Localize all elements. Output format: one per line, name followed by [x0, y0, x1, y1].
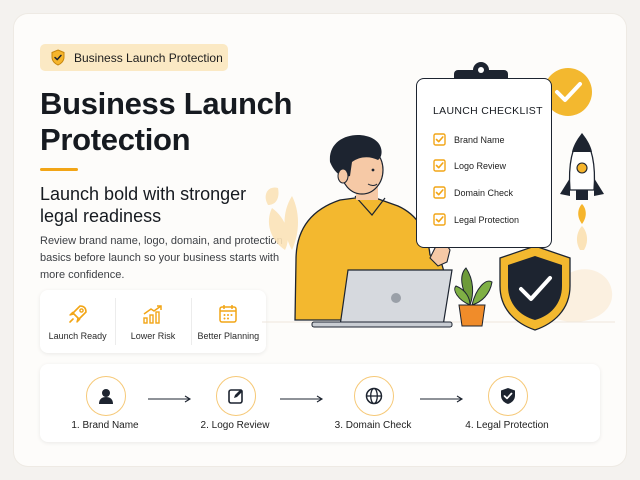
step-1-label: 1. Brand Name [71, 420, 139, 431]
chart-growth-icon [143, 304, 162, 324]
checklist-item: Domain Check [433, 186, 513, 199]
checklist-item-label: Legal Protection [454, 214, 520, 225]
badge-label: Business Launch Protection [74, 50, 223, 65]
step-4-label: 4. Legal Protection [465, 420, 549, 431]
shield-check-icon [501, 388, 515, 404]
laptop [311, 269, 453, 328]
shield-check-icon [51, 49, 65, 66]
page-title: Business Launch Protection [40, 86, 293, 157]
step-3-circle [354, 376, 394, 416]
benefit-label: Launch Ready [48, 330, 107, 341]
hero-illustration [262, 68, 615, 331]
globe-icon [365, 387, 383, 405]
checklist-item: Legal Protection [433, 213, 519, 226]
benefit-lower-risk: Lower Risk [115, 290, 190, 353]
checklist-item: Brand Name [433, 133, 505, 146]
step-2-circle [216, 376, 256, 416]
benefit-launch-ready: Launch Ready [40, 290, 115, 353]
large-shield [499, 245, 571, 331]
plant [454, 267, 493, 327]
check-circle-badge [544, 68, 592, 116]
checkbox-checked-icon [433, 159, 446, 172]
benefit-better-planning: Better Planning [190, 290, 266, 353]
checklist-title: LAUNCH CHECKLIST [433, 105, 543, 117]
checklist-item-label: Domain Check [454, 187, 514, 198]
benefit-label: Better Planning [197, 330, 260, 341]
benefit-label: Lower Risk [130, 330, 176, 341]
checkbox-checked-icon [433, 133, 446, 146]
checkbox-checked-icon [433, 213, 446, 226]
title-underline [40, 168, 78, 171]
checklist-item-label: Brand Name [454, 134, 505, 145]
edit-icon [228, 389, 243, 404]
step-2-label: 2. Logo Review [200, 420, 270, 431]
checklist-item-label: Logo Review [454, 160, 507, 171]
step-1-circle [86, 376, 126, 416]
user-icon [99, 389, 113, 404]
page-subtitle: Launch bold with stronger legal readines… [40, 184, 247, 226]
rocket-icon [68, 304, 87, 323]
calendar-icon [219, 304, 238, 323]
page-description: Review brand name, logo, domain, and pro… [40, 235, 283, 281]
arrow-right-icon [280, 395, 324, 403]
launch-checklist: LAUNCH CHECKLIST Brand Name Logo Review … [416, 78, 552, 248]
checkbox-checked-icon [433, 186, 446, 199]
step-3-label: 3. Domain Check [334, 420, 412, 431]
checklist-item: Logo Review [433, 159, 506, 172]
arrow-right-icon [148, 395, 192, 403]
rocket-illustration [560, 132, 604, 250]
arrow-right-icon [420, 395, 464, 403]
benefits-panel: Launch Ready Lower Risk Better Planning [40, 290, 266, 353]
step-4-circle [488, 376, 528, 416]
process-steps-panel: 1. Brand Name 2. Logo Review 3. Domain C… [40, 364, 600, 442]
header-badge: Business Launch Protection [40, 44, 228, 71]
